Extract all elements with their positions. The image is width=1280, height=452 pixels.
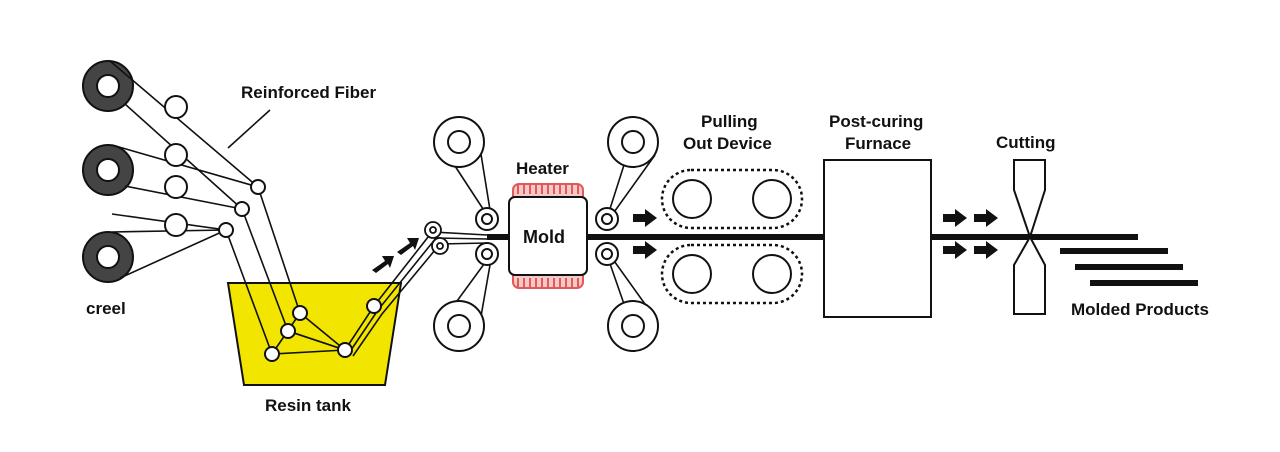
- label-resin-tank: Resin tank: [265, 396, 352, 415]
- label-molded-products: Molded Products: [1071, 300, 1209, 319]
- pulling-out-device: [660, 168, 804, 305]
- fiber-strands: [109, 60, 488, 357]
- creel: [82, 60, 134, 283]
- arrow-right-icon: [397, 238, 419, 255]
- label-pulling-line1: Pulling: [701, 112, 758, 131]
- creel-bobbin-top: [82, 60, 134, 112]
- arrow-right-icon: [974, 209, 998, 227]
- arrow-right-icon: [372, 256, 394, 273]
- label-cutting: Cutting: [996, 133, 1055, 152]
- label-heater: Heater: [516, 159, 569, 178]
- label-post-curing-line1: Post-curing: [829, 112, 923, 131]
- arrow-right-icon: [943, 241, 967, 259]
- creel-bobbin-bottom: [82, 231, 134, 283]
- pulling-caterpillar-top: [660, 168, 804, 230]
- post-mold-rollers: [607, 139, 656, 328]
- label-pulling-line2: Out Device: [683, 134, 772, 153]
- label-reinforced-fiber: Reinforced Fiber: [241, 83, 376, 102]
- pre-mold-nip-rollers: [475, 207, 499, 266]
- pre-mold-idler-top: [433, 116, 485, 168]
- mold: [508, 196, 588, 276]
- flow-arrows-after-mold: [633, 209, 657, 259]
- cutter: [1013, 159, 1046, 315]
- creel-bobbin-middle: [82, 144, 134, 196]
- pulling-caterpillar-bottom: [660, 243, 804, 305]
- pre-mold-idler-bottom: [433, 300, 485, 352]
- post-mold-idler-top: [607, 116, 659, 168]
- entry-guide-roller: [424, 221, 449, 255]
- label-creel: creel: [86, 299, 126, 318]
- post-curing-furnace: [823, 159, 932, 318]
- arrow-right-icon: [633, 241, 657, 259]
- molded-products: [1060, 248, 1198, 286]
- flow-arrows-after-furnace: [943, 209, 998, 259]
- arrow-right-icon: [974, 241, 998, 259]
- arrow-right-icon: [943, 209, 967, 227]
- flow-arrows-incline: [372, 238, 419, 273]
- arrow-right-icon: [633, 209, 657, 227]
- post-mold-idler-bottom: [607, 300, 659, 352]
- label-post-curing-line2: Furnace: [845, 134, 911, 153]
- post-mold-nip-rollers: [595, 207, 619, 266]
- creel-guide-rollers: [164, 95, 382, 362]
- label-mold: Mold: [523, 227, 565, 247]
